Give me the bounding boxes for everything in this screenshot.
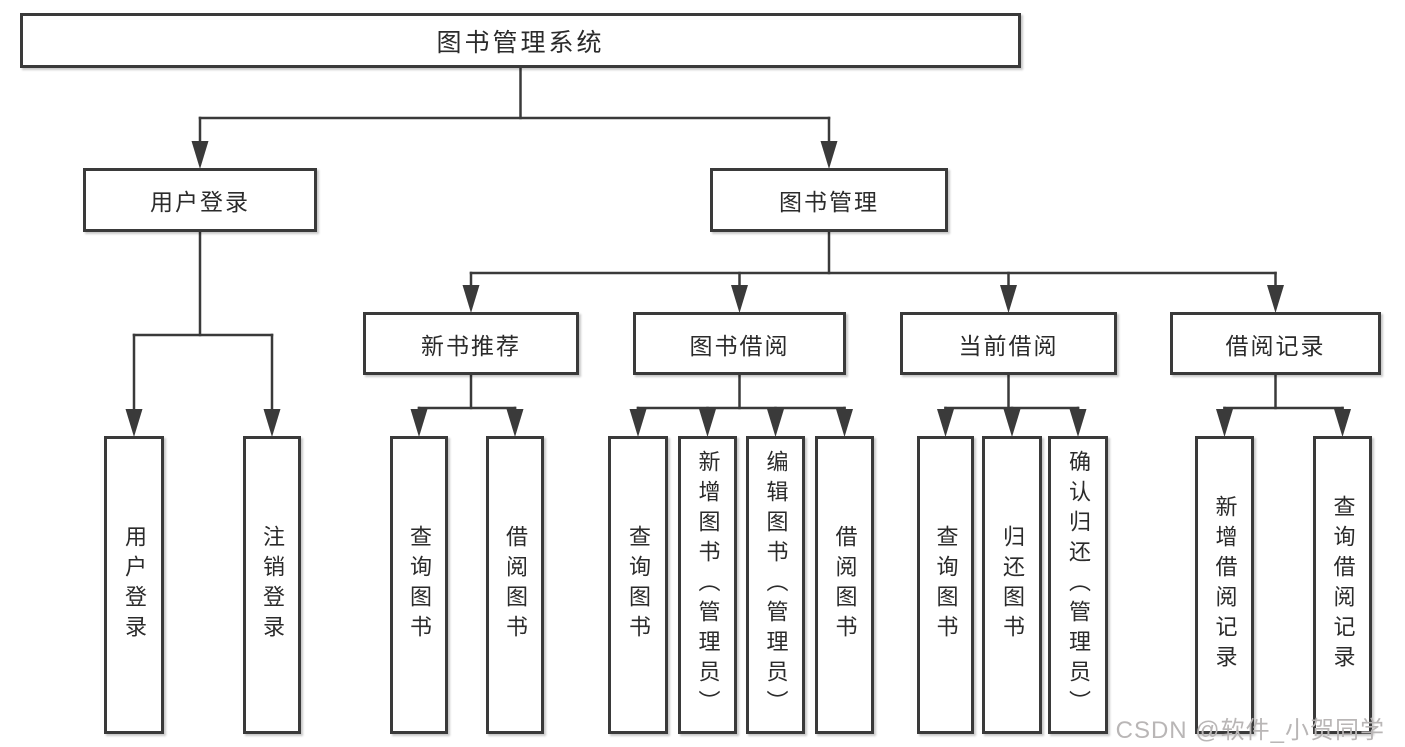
node-label: 借阅图书 xyxy=(832,525,858,645)
node-new-book-rec: 新书推荐 xyxy=(363,312,579,375)
node-label: 新增借阅记录 xyxy=(1212,495,1238,675)
arrowhead-icon xyxy=(699,409,716,437)
node-leaf-cb-return: 归还图书 xyxy=(982,436,1042,734)
arrowhead-icon xyxy=(629,409,647,437)
arrowhead-icon xyxy=(1003,409,1021,437)
arrowhead-icon xyxy=(462,285,480,313)
node-label: 新书推荐 xyxy=(421,332,521,359)
node-leaf-br-add: 新增借阅记录 xyxy=(1195,436,1254,734)
node-leaf-rec-borrow: 借阅图书 xyxy=(486,436,544,734)
node-label: 确认归还（管理员） xyxy=(1066,450,1091,720)
node-leaf-bb-query: 查询图书 xyxy=(608,436,668,734)
node-leaf-rec-query: 查询图书 xyxy=(390,436,448,734)
node-current-borrow: 当前借阅 xyxy=(900,312,1117,375)
arrowhead-icon xyxy=(1000,285,1017,313)
node-book-mgmt: 图书管理 xyxy=(710,168,948,232)
arrowhead-icon xyxy=(767,409,784,437)
node-leaf-br-query: 查询借阅记录 xyxy=(1313,436,1372,734)
node-label: 用户登录 xyxy=(122,525,147,645)
arrowhead-icon xyxy=(937,409,954,437)
arrowhead-icon xyxy=(506,409,524,437)
node-label: 当前借阅 xyxy=(958,332,1059,359)
node-leaf-user-login: 用户登录 xyxy=(104,436,164,734)
node-leaf-cb-confirm: 确认归还（管理员） xyxy=(1048,436,1108,734)
node-label: 图书管理系统 xyxy=(436,28,605,57)
node-label: 查询图书 xyxy=(407,525,432,645)
node-root: 图书管理系统 xyxy=(20,13,1021,68)
arrowhead-icon xyxy=(836,409,853,437)
node-label: 查询借阅记录 xyxy=(1330,495,1356,675)
node-book-borrow: 图书借阅 xyxy=(633,312,846,375)
arrowhead-icon xyxy=(1334,409,1351,437)
node-label: 查询图书 xyxy=(626,525,651,645)
node-label: 新增图书（管理员） xyxy=(695,450,721,720)
node-leaf-bb-add: 新增图书（管理员） xyxy=(678,436,737,734)
node-borrow-record: 借阅记录 xyxy=(1170,312,1381,375)
node-label: 图书借阅 xyxy=(689,332,790,359)
arrowhead-icon xyxy=(191,141,209,169)
node-user-login: 用户登录 xyxy=(83,168,317,232)
node-label: 图书管理 xyxy=(779,189,879,215)
node-leaf-bb-borrow: 借阅图书 xyxy=(815,436,874,734)
arrowhead-icon xyxy=(731,285,748,313)
node-label: 用户登录 xyxy=(150,189,250,215)
arrowhead-icon xyxy=(263,409,281,437)
watermark: CSDN @软件_小贺同学 xyxy=(1115,717,1385,744)
node-label: 编辑图书（管理员） xyxy=(763,450,789,720)
node-label: 借阅记录 xyxy=(1225,332,1326,359)
arrowhead-icon xyxy=(410,409,428,437)
arrowhead-icon xyxy=(1069,409,1087,437)
node-leaf-bb-edit: 编辑图书（管理员） xyxy=(746,436,805,734)
node-label: 归还图书 xyxy=(1000,525,1025,645)
node-label: 注销登录 xyxy=(260,525,285,645)
arrowhead-icon xyxy=(820,141,838,169)
node-label: 查询图书 xyxy=(933,525,959,645)
arrowhead-icon xyxy=(1216,409,1233,437)
node-leaf-cb-query: 查询图书 xyxy=(917,436,974,734)
arrowhead-icon xyxy=(1267,285,1284,313)
node-leaf-logout: 注销登录 xyxy=(243,436,301,734)
arrowhead-icon xyxy=(125,409,143,437)
node-label: 借阅图书 xyxy=(503,525,528,645)
